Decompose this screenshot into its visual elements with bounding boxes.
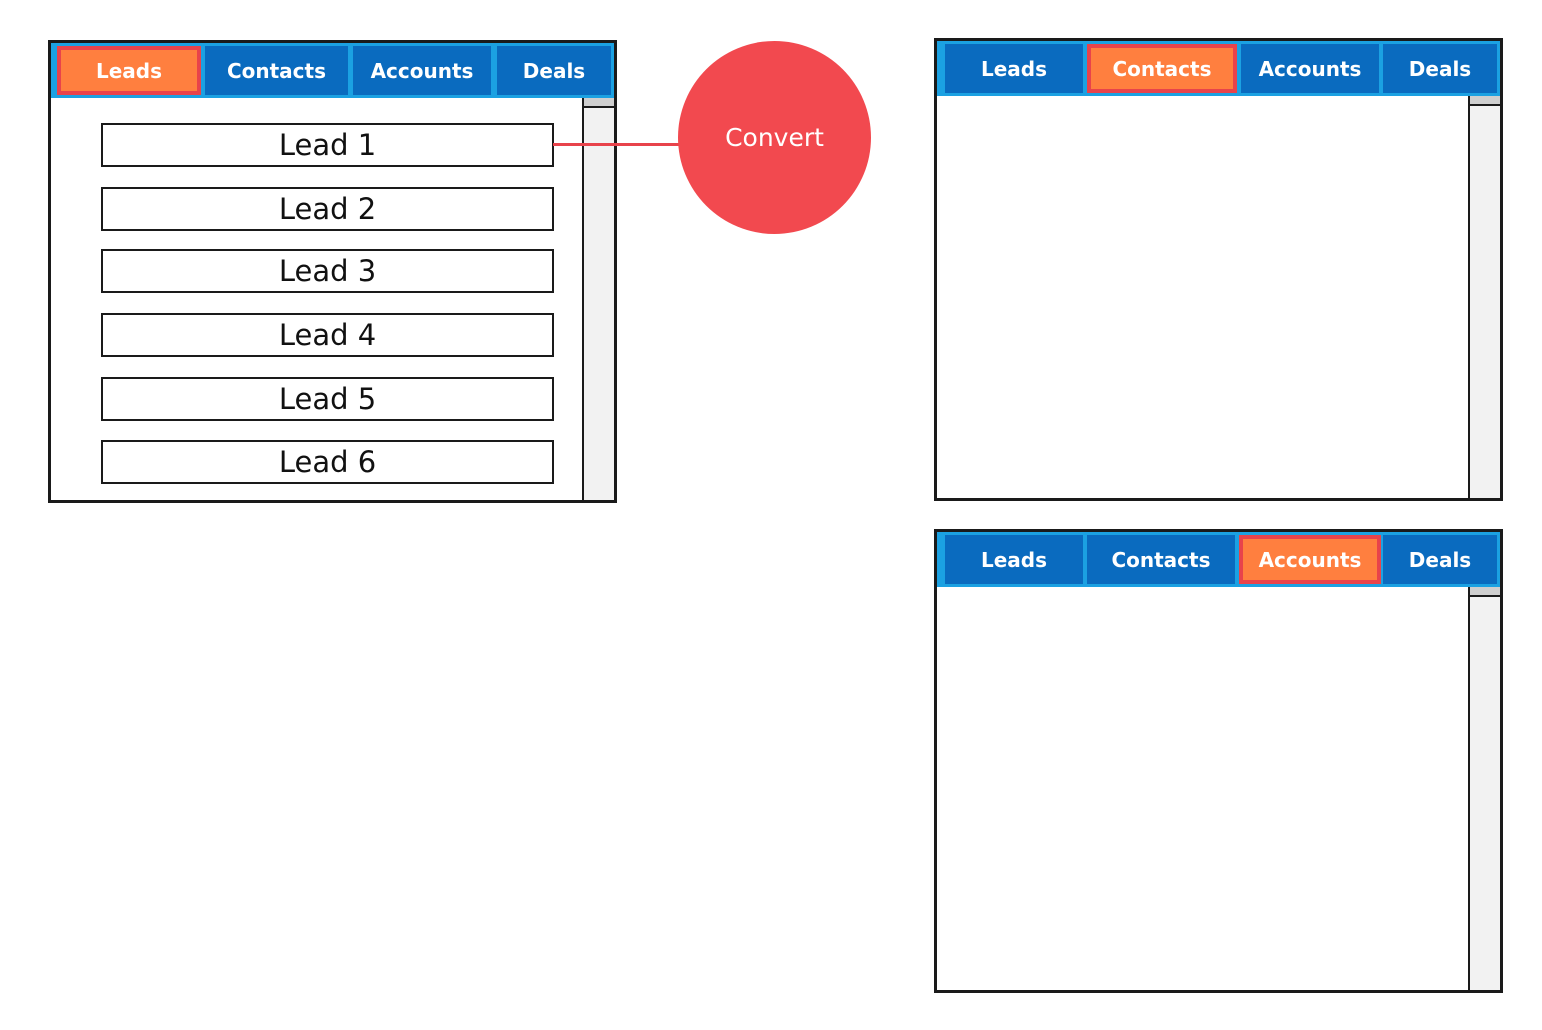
tab-deals[interactable]: Deals <box>1383 535 1497 584</box>
tab-deals[interactable]: Deals <box>497 46 611 95</box>
contacts-window: Leads Contacts Accounts Deals <box>934 38 1503 501</box>
scroll-thumb[interactable] <box>1470 96 1500 106</box>
scrollbar[interactable] <box>582 98 614 500</box>
contacts-content <box>937 96 1500 498</box>
convert-connector-line <box>553 143 680 146</box>
tab-bar: Leads Contacts Accounts Deals <box>937 41 1500 96</box>
scroll-thumb[interactable] <box>1470 587 1500 597</box>
tab-contacts[interactable]: Contacts <box>205 46 348 95</box>
tab-leads[interactable]: Leads <box>945 44 1083 93</box>
lead-item-2[interactable]: Lead 2 <box>101 187 554 231</box>
lead-item-6[interactable]: Lead 6 <box>101 440 554 484</box>
lead-item-1[interactable]: Lead 1 <box>101 123 554 167</box>
tab-deals[interactable]: Deals <box>1383 44 1497 93</box>
convert-button[interactable]: Convert <box>678 41 871 234</box>
tab-accounts[interactable]: Accounts <box>353 46 491 95</box>
tab-leads[interactable]: Leads <box>945 535 1083 584</box>
tab-leads[interactable]: Leads <box>57 46 201 95</box>
tab-bar: Leads Contacts Accounts Deals <box>937 532 1500 587</box>
scrollbar[interactable] <box>1468 96 1500 498</box>
tab-accounts[interactable]: Accounts <box>1241 44 1379 93</box>
tab-contacts[interactable]: Contacts <box>1087 44 1237 93</box>
tab-bar: Leads Contacts Accounts Deals <box>51 43 614 98</box>
accounts-content <box>937 587 1500 990</box>
lead-item-5[interactable]: Lead 5 <box>101 377 554 421</box>
scroll-thumb[interactable] <box>584 98 614 108</box>
tab-contacts[interactable]: Contacts <box>1087 535 1235 584</box>
convert-label: Convert <box>725 123 824 152</box>
tab-accounts[interactable]: Accounts <box>1239 535 1381 584</box>
accounts-window: Leads Contacts Accounts Deals <box>934 529 1503 993</box>
lead-item-3[interactable]: Lead 3 <box>101 249 554 293</box>
scrollbar[interactable] <box>1468 587 1500 990</box>
leads-list: Lead 1 Lead 2 Lead 3 Lead 4 Lead 5 Lead … <box>51 98 614 500</box>
leads-window: Leads Contacts Accounts Deals Lead 1 Lea… <box>48 40 617 503</box>
lead-item-4[interactable]: Lead 4 <box>101 313 554 357</box>
